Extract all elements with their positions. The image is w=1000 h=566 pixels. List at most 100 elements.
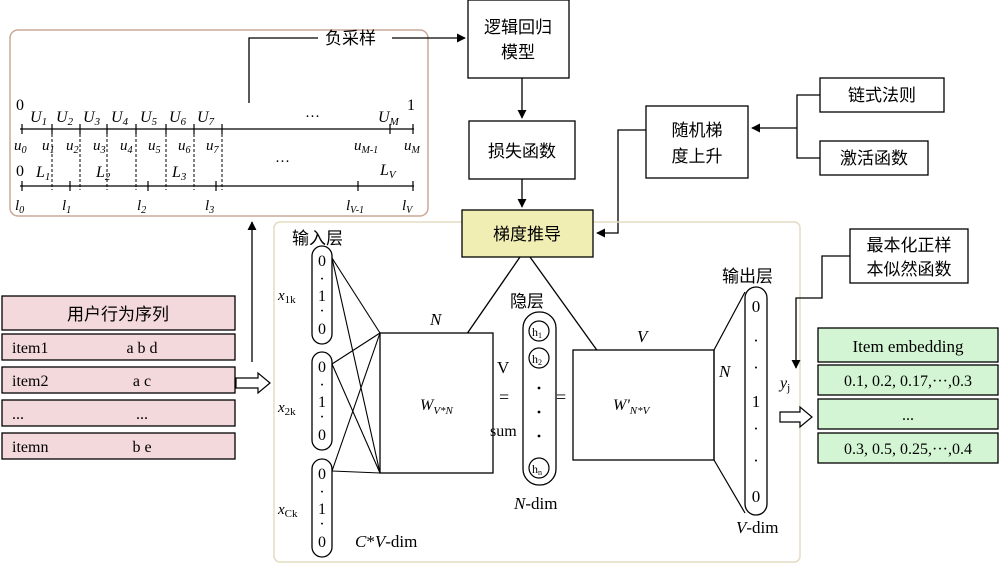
hidden-node-h2 <box>528 347 550 369</box>
sequence-value: b e <box>132 439 151 456</box>
equals-left: = <box>499 387 509 407</box>
input-vector-1 <box>311 245 333 345</box>
l-label-0: l0 <box>15 198 24 216</box>
sequence-row <box>1 366 236 394</box>
hn-label: hn <box>532 462 542 477</box>
embedding-value: 0.1, 0.2, 0.17,···,0.3 <box>844 373 972 390</box>
u-upper-6: U6 <box>169 109 187 128</box>
output-vector <box>744 286 768 516</box>
u-lower-2: u2 <box>66 138 79 156</box>
sequence-item: itemn <box>12 439 48 456</box>
sequence-value: ... <box>136 406 148 423</box>
l-label-2: l2 <box>137 198 146 216</box>
yj-label: yj <box>778 375 790 394</box>
gradient-label: 梯度推导 <box>493 225 561 245</box>
u-upper-dots: ··· <box>305 109 320 125</box>
zero-mid-label: 0 <box>16 163 24 180</box>
input-vector-char: 0 <box>318 427 326 444</box>
embedding-table: Item embedding 0.1, 0.2, 0.17,···,0.3...… <box>817 327 999 464</box>
input-vector-char: 0 <box>318 321 326 338</box>
x2k-label: x2k <box>277 400 296 418</box>
x1k-label: x1k <box>277 288 296 306</box>
zero-top-label: 0 <box>16 97 24 114</box>
cv-dim-label: C*V-dim <box>355 532 417 551</box>
u-upper-1: U1 <box>30 109 47 128</box>
activation-label: 激活函数 <box>840 149 908 169</box>
u-lower-row: u0u1u2u3u4u5u6u7 <box>14 138 220 156</box>
sequence-header: 用户行为序列 <box>67 305 169 325</box>
input-vector-char: 0 <box>318 466 326 483</box>
chain-rule-label: 链式法则 <box>848 86 916 106</box>
sgd-line1: 随机梯 <box>672 121 723 141</box>
logreg-line1: 逻辑回归 <box>484 18 552 38</box>
sequence-item: ... <box>12 406 24 423</box>
embedding-value: ... <box>902 407 914 424</box>
L-label-2: L2 <box>95 164 111 183</box>
l-ticks <box>21 181 414 191</box>
u-upper-7: U7 <box>197 109 215 128</box>
output-vector-char: · <box>753 358 759 377</box>
output-connections <box>713 291 746 514</box>
l-v1-label: lV-1 <box>346 198 364 216</box>
sequence-row <box>1 432 236 460</box>
sequence-to-network-arrow <box>235 371 271 395</box>
input-vector-char: · <box>319 271 324 288</box>
embedding-rows: 0.1, 0.2, 0.17,···,0.3... 0.3, 0.5, 0.25,… <box>817 364 999 464</box>
input-vector-char: · <box>319 377 324 394</box>
gradient-derivation-box <box>461 209 594 258</box>
hidden-layer-label: 隐层 <box>510 292 544 312</box>
h1-label: h1 <box>532 325 542 340</box>
sum-label: sum <box>490 423 517 440</box>
u-upper-last-label: UM <box>378 109 400 128</box>
sequence-row <box>1 399 236 427</box>
u-lower-m-label: uM <box>404 138 421 156</box>
hidden-node-hn <box>528 457 550 479</box>
output-vector-char: 0 <box>752 297 761 316</box>
neg-sampling-arrow <box>248 37 318 103</box>
n-right-label: N <box>718 362 732 381</box>
sgd-box <box>645 105 749 179</box>
input-vector-char: 1 <box>318 288 326 305</box>
l-label-3: l3 <box>205 198 214 216</box>
sequence-value: a c <box>133 373 151 390</box>
loss-label: 损失函数 <box>488 142 556 162</box>
output-vector-char: · <box>753 419 759 438</box>
input-vector-char: · <box>319 303 324 320</box>
network-to-embedding-arrow <box>779 405 813 429</box>
v-dim-label: V-dim <box>736 518 779 537</box>
n-dim-label: N-dim <box>513 494 557 513</box>
input-vector-char: 0 <box>318 534 326 551</box>
one-top-label: 1 <box>407 97 415 114</box>
embedding-value: 0.3, 0.5, 0.25,···,0.4 <box>844 441 972 458</box>
negative-sampling-panel <box>9 29 429 217</box>
l-label-1: l1 <box>62 198 71 216</box>
v-top-label: V <box>637 327 650 346</box>
input-layer-label: 输入层 <box>292 229 343 249</box>
embedding-header-cell <box>817 327 999 363</box>
input-vector-3 <box>311 458 333 558</box>
u-upper-5: U5 <box>140 109 158 128</box>
input-vector-char: 0 <box>318 253 326 270</box>
u-lower-4: u4 <box>120 138 133 156</box>
u-lower-m1-label: uM-1 <box>354 138 378 156</box>
maxlik-line2: 本似然函数 <box>867 260 952 280</box>
u-upper-ticks <box>21 124 414 134</box>
embedding-row <box>817 398 999 430</box>
embedding-row <box>817 432 999 464</box>
u-dashed-lines <box>51 134 223 190</box>
input-vector-char: 1 <box>318 501 326 518</box>
output-vector-char: · <box>753 451 759 470</box>
gradient-to-w2-arrow <box>529 256 610 368</box>
l-lower-row: l0 l1 l2 l3 <box>15 198 214 216</box>
u-lower-6: u6 <box>178 138 192 156</box>
sequence-header-cell <box>1 295 236 331</box>
input-vector-char: 0 <box>318 359 326 376</box>
output-vector-char: 1 <box>752 392 761 411</box>
hidden-dots <box>537 386 541 438</box>
input-vector-2 <box>311 351 333 451</box>
